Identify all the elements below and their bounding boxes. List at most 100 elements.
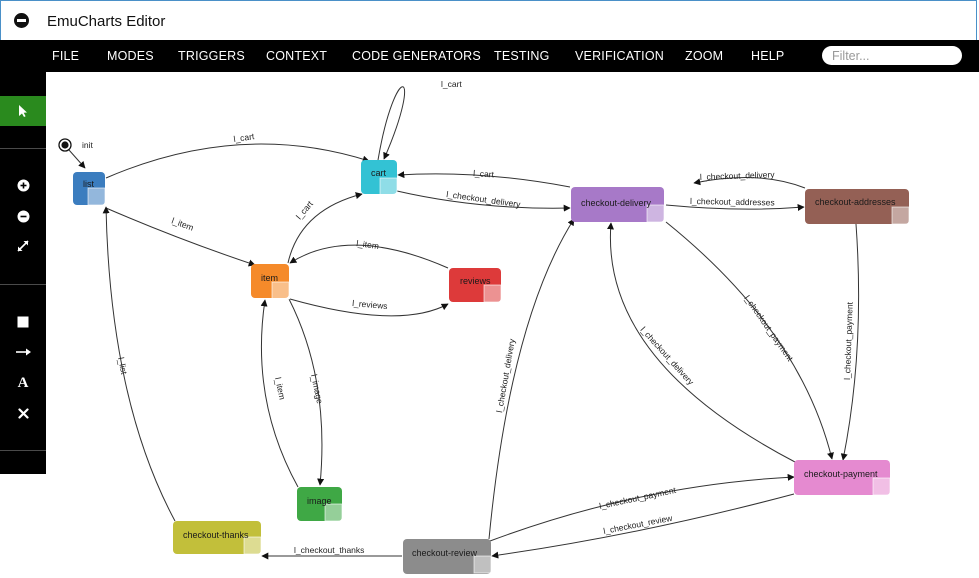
square-icon (17, 316, 29, 328)
state-reviews[interactable]: reviews (449, 268, 502, 303)
resize-handle[interactable] (379, 177, 398, 196)
zoom-out-icon (17, 210, 29, 222)
toolbar-divider (0, 450, 46, 451)
transition-label: l_cart (233, 131, 256, 144)
transition-e-cart-self[interactable]: l_cart (377, 79, 462, 161)
transition-label: l_checkout_delivery (446, 189, 522, 209)
transition-label: l_image (309, 373, 325, 404)
transition-e-list-item[interactable]: l_item (105, 207, 256, 267)
menu-modes[interactable]: MODES (107, 49, 154, 63)
menu-testing[interactable]: TESTING (494, 49, 550, 63)
transition-e-review-delivery[interactable]: l_checkout_delivery (488, 218, 575, 540)
transition-label: l_cart (441, 79, 462, 89)
initial-label: init (82, 140, 94, 150)
state-item[interactable]: item (251, 264, 290, 300)
transition-label: l_reviews (352, 298, 388, 311)
transition-e-addresses-payment[interactable]: l_checkout_payment (840, 223, 860, 461)
cursor-arrow-icon (19, 105, 27, 117)
menu-triggers[interactable]: TRIGGERS (178, 49, 245, 63)
state-label: list (83, 179, 94, 189)
resize-handle[interactable] (872, 477, 891, 496)
transition-label: l_checkout_payment (598, 485, 677, 511)
transition-label: l_checkout_payment (742, 293, 795, 363)
resize-handle[interactable] (243, 536, 262, 555)
arrow-right-icon (15, 348, 31, 356)
resize-handle[interactable] (324, 503, 343, 522)
transition-e-delivery-cart[interactable]: l_cart (397, 168, 571, 188)
state-label: checkout-delivery (581, 198, 652, 208)
state-cart[interactable]: cart (361, 160, 398, 196)
add-text-button[interactable]: A (0, 368, 46, 398)
transition-e-review-thanks[interactable]: l_checkout_thanks (261, 545, 402, 560)
menu-verification[interactable]: VERIFICATION (575, 49, 664, 63)
state-label: checkout-addresses (815, 197, 896, 207)
state-checkout-review[interactable]: checkout-review (403, 539, 492, 574)
state-label: cart (371, 168, 387, 178)
transition-e-delivery-payment[interactable]: l_checkout_payment (665, 221, 834, 460)
menu-file[interactable]: FILE (52, 49, 80, 63)
transition-label: l_cart (473, 168, 495, 179)
state-checkout-delivery[interactable]: checkout-delivery (571, 187, 665, 223)
transition-label: l_item (356, 238, 380, 251)
menu-context[interactable]: CONTEXT (266, 49, 328, 63)
select-tool-button[interactable] (0, 96, 46, 126)
transition-label: l_checkout_delivery (700, 169, 776, 182)
menu-code-generators[interactable]: CODE GENERATORS (352, 49, 481, 63)
emuchart-canvas[interactable]: init l_cart l_cart l_item l_cart l_check… (46, 72, 979, 578)
close-x-icon (17, 407, 29, 419)
state-list[interactable]: list (73, 172, 106, 206)
transition-e-review-payment[interactable]: l_checkout_payment (489, 473, 795, 542)
transition-label: l_checkout_delivery (494, 337, 517, 413)
filter-input[interactable] (822, 46, 962, 65)
state-label: image (307, 496, 332, 506)
resize-handle[interactable] (483, 284, 502, 303)
state-label: checkout-thanks (183, 530, 249, 540)
transition-label: l_item (273, 376, 287, 400)
transition-e-image-item[interactable]: l_item (260, 299, 299, 488)
add-transition-button[interactable] (0, 337, 46, 367)
resize-handle[interactable] (271, 281, 290, 300)
resize-handle[interactable] (87, 187, 106, 206)
state-label: checkout-payment (804, 469, 878, 479)
transition-label: l_cart (294, 198, 315, 221)
transition-e-payment-delivery[interactable]: l_checkout_delivery (607, 222, 796, 463)
menu-help[interactable]: HELP (751, 49, 785, 63)
transition-label: l_checkout_delivery (639, 325, 697, 388)
window-menu-icon[interactable] (14, 13, 29, 28)
state-image[interactable]: image (297, 487, 343, 522)
add-state-button[interactable] (0, 307, 46, 337)
transition-e-addresses-delivery[interactable]: l_checkout_delivery (693, 169, 806, 189)
delete-button[interactable] (0, 398, 46, 428)
initial-state[interactable]: init (58, 138, 94, 169)
resize-handle[interactable] (646, 204, 665, 223)
transition-e-reviews-item[interactable]: l_item (289, 238, 449, 269)
fit-view-button[interactable] (0, 231, 46, 261)
transition-label: l_checkout_payment (842, 301, 855, 380)
zoom-in-icon (17, 179, 29, 191)
state-checkout-payment[interactable]: checkout-payment (794, 460, 891, 496)
resize-handle[interactable] (891, 206, 910, 225)
transition-e-item-reviews[interactable]: l_reviews (289, 298, 449, 317)
state-label: checkout-review (412, 548, 478, 558)
window-title: EmuCharts Editor (47, 13, 166, 30)
transition-label: l_checkout_addresses (690, 196, 775, 207)
zoom-out-button[interactable] (0, 201, 46, 231)
state-checkout-addresses[interactable]: checkout-addresses (805, 189, 910, 225)
resize-handle[interactable] (473, 555, 492, 574)
transition-label: l_list (116, 356, 129, 375)
state-checkout-thanks[interactable]: checkout-thanks (173, 521, 262, 555)
zoom-in-button[interactable] (0, 170, 46, 200)
transition-e-item-image[interactable]: l_image (288, 298, 325, 486)
transition-e-delivery-addresses[interactable]: l_checkout_addresses (665, 196, 805, 211)
text-a-icon: A (17, 374, 29, 391)
expand-icon (17, 240, 29, 252)
transition-e-thanks-list[interactable]: l_list (102, 206, 176, 522)
transition-e-item-cart[interactable]: l_cart (287, 192, 363, 264)
menu-bar: FILE MODES TRIGGERS CONTEXT CODE GENERAT… (0, 40, 979, 72)
transition-e-list-cart[interactable]: l_cart (105, 131, 370, 179)
transition-label: l_checkout_review (602, 513, 673, 536)
transition-label: l_item (170, 215, 195, 232)
transition-e-cart-delivery[interactable]: l_checkout_delivery (396, 189, 571, 212)
menu-zoom[interactable]: ZOOM (685, 49, 724, 63)
toolbar-divider (0, 148, 46, 149)
